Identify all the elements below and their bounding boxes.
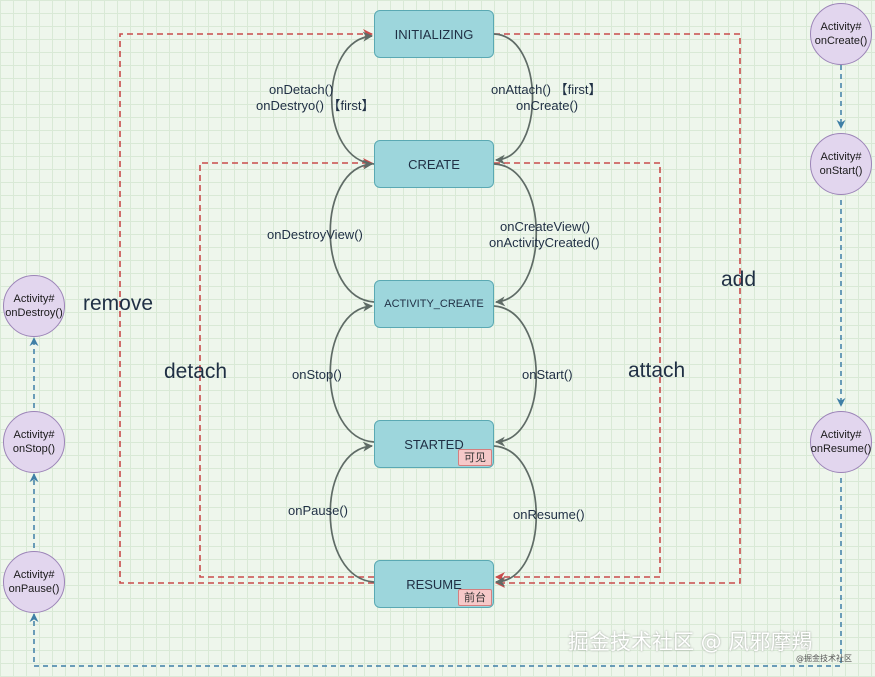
arrow-resume-to-started [329,441,375,583]
detach-loop-line [199,158,374,578]
activity-onresume-method: onResume() [810,443,872,455]
state-resume: RESUME 前台 [374,560,494,608]
arrow-activity-create-to-started [493,305,538,447]
state-create: CREATE [374,140,494,188]
group-label-add: add [721,268,757,291]
activity-onresume-node: Activity# onResume() [810,411,872,473]
label-on-resume: onResume() [513,507,585,522]
arrow-started-to-resume [493,445,538,587]
activity-ondestroy-node: Activity# onDestroy() [3,275,65,337]
label-on-activity-created: onActivityCreated() [489,235,600,250]
activity-onstop-method: onStop() [12,443,56,455]
state-activity-create-label: ACTIVITY_CREATE [384,298,484,310]
activity-onstart-node: Activity# onStart() [810,133,872,195]
label-on-pause: onPause() [288,503,348,518]
activity-onstop-prefix: Activity# [13,429,55,441]
state-initializing-label: INITIALIZING [394,26,474,42]
label-on-stop: onStop() [292,367,342,382]
activity-ondestroy-method: onDestroy() [5,307,63,319]
arrow-activity-create-to-create [329,159,375,303]
label-on-detach: onDetach() [269,82,334,97]
label-on-start: onStart() [522,367,573,382]
activity-oncreate-prefix: Activity# [820,21,862,33]
activity-onpause-method: onPause() [8,583,60,595]
state-initializing: INITIALIZING [374,10,494,58]
activity-onpause-prefix: Activity# [13,569,55,581]
arrow-create-to-activity-create [493,163,538,307]
label-on-create-view: onCreateView() [500,219,591,234]
attach-loop-line [494,162,661,582]
label-on-create: onCreate() [516,98,579,113]
arrow-started-to-activity-create [329,301,375,443]
activity-ondestroy-prefix: Activity# [13,293,55,305]
label-on-attach-first: onAttach() 【first】 [491,82,602,97]
arrow-create-to-initializing [330,31,375,165]
state-activity-create: ACTIVITY_CREATE [374,280,494,328]
visible-badge: 可见 [458,449,492,466]
group-label-attach: attach [628,359,686,382]
watermark-small-text: @掘金技术社区 [796,654,852,663]
arrow-activity-onresume-to-onpause [29,478,842,667]
activity-onpause-node: Activity# onPause() [3,551,65,613]
activity-onstart-prefix: Activity# [820,151,862,163]
activity-onstop-node: Activity# onStop() [3,411,65,473]
activity-onresume-prefix: Activity# [820,429,862,441]
activity-oncreate-node: Activity# onCreate() [810,3,872,65]
remove-loop-line [119,29,374,584]
state-started-label: STARTED [404,436,464,452]
arrow-initializing-to-create [493,33,534,165]
state-resume-label: RESUME [406,576,462,592]
label-on-destroy-first: onDestryo() 【first】 [256,98,375,113]
group-label-detach: detach [164,360,228,383]
activity-onstart-method: onStart() [819,165,863,177]
watermark-text: 掘金技术社区 @ 凤邪摩羯 [568,630,813,654]
add-loop-line [494,33,741,588]
state-started: STARTED 可见 [374,420,494,468]
group-label-remove: remove [83,292,154,315]
label-on-destroy-view: onDestroyView() [267,227,363,242]
state-create-label: CREATE [408,156,460,172]
foreground-badge: 前台 [458,589,492,606]
activity-oncreate-method: onCreate() [814,35,868,47]
